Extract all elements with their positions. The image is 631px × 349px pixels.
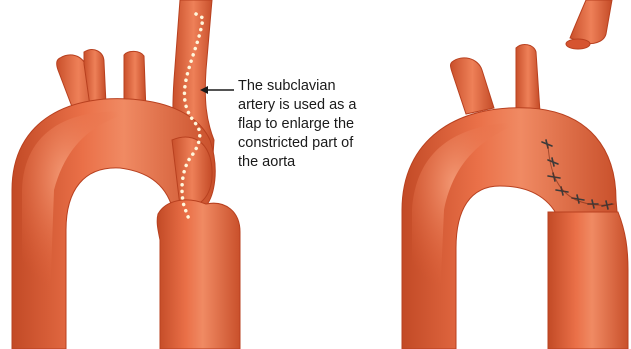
- annotation-line: constricted part of: [238, 134, 408, 153]
- annotation-line: The subclavian: [238, 77, 408, 96]
- right-aorta-illustration: [402, 0, 628, 349]
- right-brachiocephalic-artery: [451, 58, 495, 114]
- annotation-line: the aorta: [238, 153, 408, 172]
- left-descending-aorta: [157, 200, 240, 349]
- left-aorta-illustration: [12, 0, 240, 349]
- right-carotid-artery: [516, 45, 540, 114]
- right-descending-aorta: [548, 212, 628, 349]
- detached-subclavian-stump: [570, 0, 612, 44]
- annotation-line: artery is used as a: [238, 96, 408, 115]
- annotation-text: The subclavian artery is used as a flap …: [238, 77, 408, 172]
- annotation-line: flap to enlarge the: [238, 115, 408, 134]
